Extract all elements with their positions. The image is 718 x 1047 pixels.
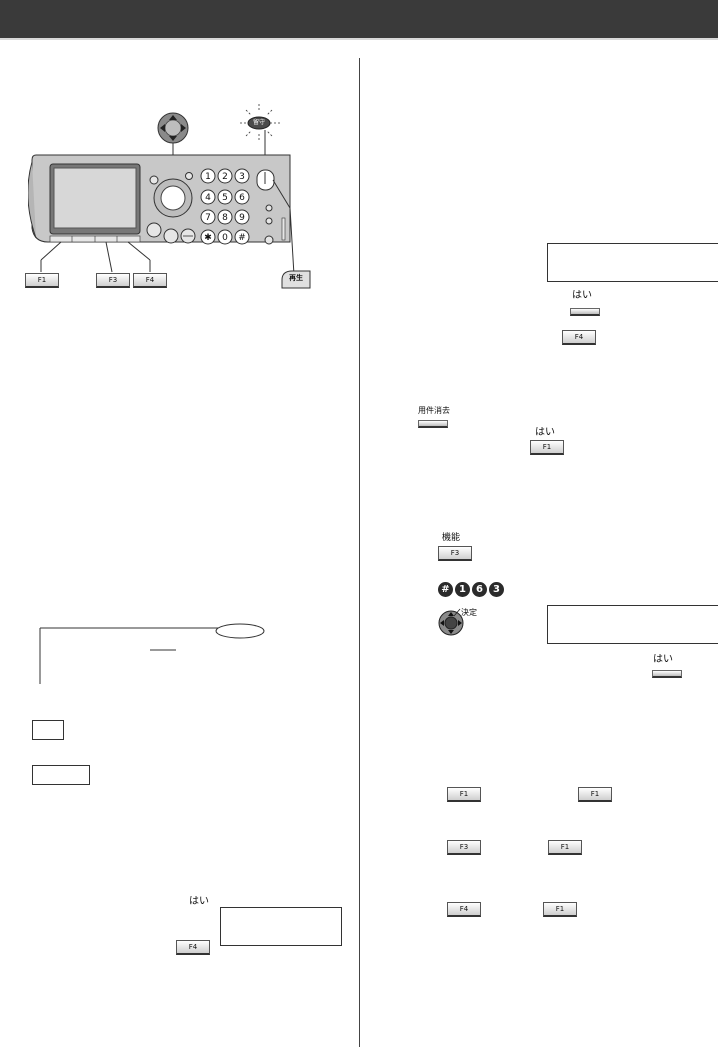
key-8: 8 bbox=[222, 213, 228, 223]
saisei-button-label: 再生 bbox=[289, 274, 303, 282]
phone-illustration: 1 2 3 4 5 6 7 8 9 ✱ 0 # bbox=[28, 104, 311, 289]
key-5: 5 bbox=[222, 193, 228, 203]
f4-key-left-bottom[interactable]: F4 bbox=[176, 940, 210, 955]
empty-box-small bbox=[32, 720, 64, 740]
f1-key-row2[interactable]: F1 bbox=[548, 840, 582, 855]
f1-key-row1-left[interactable]: F1 bbox=[447, 787, 481, 802]
header-underline bbox=[0, 38, 718, 40]
rusu-button-flash-icon bbox=[240, 104, 280, 142]
rusu-button-label: 留守 bbox=[252, 119, 265, 126]
rusu-button bbox=[247, 116, 271, 130]
key-7: 7 bbox=[205, 213, 211, 223]
f4-key-right[interactable]: F4 bbox=[562, 330, 596, 345]
youken-shokyo-label: 用件消去 bbox=[418, 406, 450, 415]
key-1: 1 bbox=[205, 172, 211, 182]
key-3: 3 bbox=[239, 172, 245, 182]
key-hash: # bbox=[238, 233, 246, 243]
code-key-3: 3 bbox=[489, 582, 504, 597]
code-key-1: 1 bbox=[455, 582, 470, 597]
hai-soft-button-1[interactable] bbox=[570, 308, 600, 316]
hai-label-right-3: はい bbox=[653, 654, 673, 665]
code-key-hash: # bbox=[438, 582, 453, 597]
empty-box-medium bbox=[32, 765, 90, 785]
hai-label-left: はい bbox=[189, 896, 209, 907]
column-divider bbox=[359, 58, 360, 1047]
f1-key-row3[interactable]: F1 bbox=[543, 902, 577, 917]
f1-key[interactable]: F1 bbox=[25, 273, 59, 288]
key-4: 4 bbox=[205, 193, 211, 203]
kettei-label: 決定 bbox=[461, 608, 477, 617]
youken-shokyo-soft-button[interactable] bbox=[418, 420, 448, 428]
hai-soft-button-3[interactable] bbox=[652, 670, 682, 678]
key-2: 2 bbox=[222, 172, 228, 182]
f4-key-row3[interactable]: F4 bbox=[447, 902, 481, 917]
lcd-display-left bbox=[220, 907, 342, 946]
lcd-display-right-top bbox=[547, 243, 718, 282]
f1-key-row1-right[interactable]: F1 bbox=[578, 787, 612, 802]
f3-key[interactable]: F3 bbox=[96, 273, 130, 288]
dpad-top-icon bbox=[157, 112, 189, 144]
kettei-dpad-icon[interactable] bbox=[438, 605, 466, 639]
f4-key[interactable]: F4 bbox=[133, 273, 167, 288]
f1-key-right[interactable]: F1 bbox=[530, 440, 564, 455]
hai-label-right-2: はい bbox=[535, 427, 555, 438]
key-star: ✱ bbox=[204, 233, 212, 243]
f3-key-right[interactable]: F3 bbox=[438, 546, 472, 561]
key-6: 6 bbox=[239, 193, 245, 203]
lcd-display-right-middle bbox=[547, 605, 718, 644]
key-0: 0 bbox=[222, 233, 228, 243]
key-9: 9 bbox=[239, 213, 245, 223]
hai-label-right-1: はい bbox=[572, 290, 592, 301]
page-header-bar bbox=[0, 0, 718, 38]
kinou-label: 機能 bbox=[442, 533, 461, 543]
f3-key-row2[interactable]: F3 bbox=[447, 840, 481, 855]
bracket-diagram bbox=[39, 623, 265, 684]
code-key-6: 6 bbox=[472, 582, 487, 597]
